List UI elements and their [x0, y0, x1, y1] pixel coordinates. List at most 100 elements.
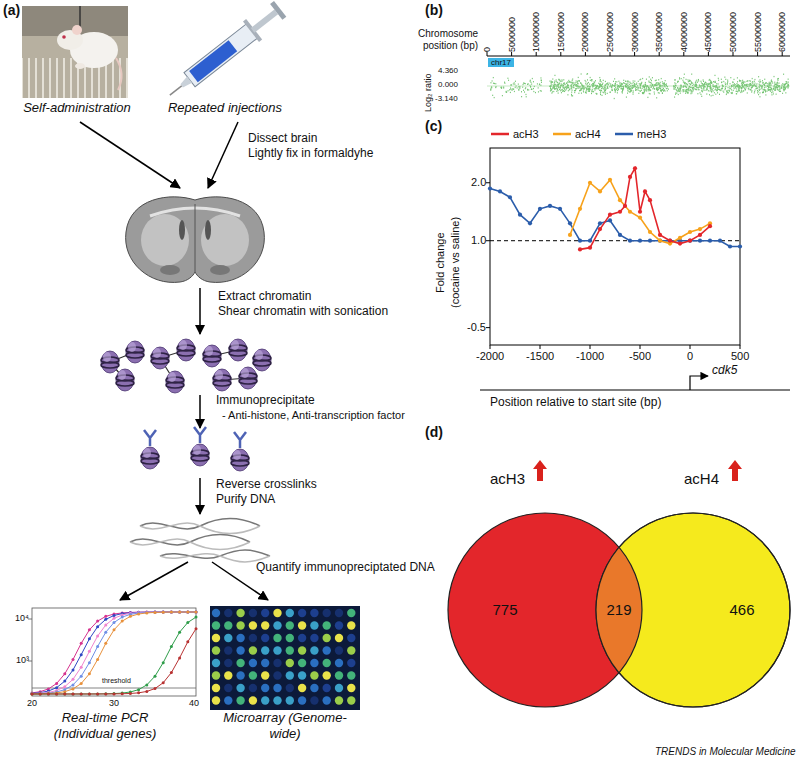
value-label: 4.360	[438, 66, 458, 75]
log-ratio-track	[558, 87, 559, 88]
log-ratio-track	[742, 87, 743, 88]
chromatin-fragments	[177, 339, 195, 361]
log-ratio-track	[752, 78, 753, 79]
log-ratio-track	[678, 94, 679, 95]
qpcr-curves	[104, 623, 107, 626]
qpcr-curves	[88, 661, 91, 664]
log-ratio-track	[636, 82, 637, 83]
log-ratio-track	[717, 87, 718, 88]
data-series	[518, 213, 522, 217]
log-ratio-track	[727, 81, 728, 82]
log-ratio-track	[750, 83, 751, 84]
log-ratio-track	[773, 93, 774, 94]
log-ratio-track	[614, 98, 615, 99]
log-ratio-track	[767, 83, 768, 84]
circle-heading: acH3	[490, 470, 525, 487]
data-series	[568, 221, 572, 225]
log-ratio-track	[535, 92, 536, 93]
log-ratio-track	[581, 89, 582, 90]
microarray-spots	[249, 659, 257, 667]
log-ratio-track	[652, 84, 653, 85]
log-ratio-track	[717, 92, 718, 93]
log-ratio-track	[686, 89, 687, 90]
log-ratio-track	[712, 85, 713, 86]
qpcr-curves	[80, 653, 83, 656]
log-ratio-track	[592, 84, 593, 85]
log-ratio-track	[639, 79, 640, 80]
qpcr-curves	[96, 620, 99, 623]
log-ratio-track	[690, 87, 691, 88]
log-ratio-track	[730, 77, 731, 78]
log-ratio-track	[699, 92, 700, 93]
gene-track	[480, 376, 790, 390]
log-ratio-track	[778, 78, 779, 79]
microarray-spots	[335, 621, 343, 629]
log-ratio-track	[706, 84, 707, 85]
microarray-spots	[347, 696, 355, 704]
microarray-spots	[347, 609, 355, 617]
log-ratio-track	[762, 92, 763, 93]
data-series	[598, 227, 602, 231]
log-ratio-track	[728, 87, 729, 88]
log-ratio-track	[675, 87, 676, 88]
log-ratio-track	[654, 91, 655, 92]
log-ratio-track	[645, 84, 646, 85]
qpcr-curves	[195, 611, 198, 614]
log-ratio-track	[644, 86, 645, 87]
microarray-spots	[310, 684, 318, 692]
log-ratio-track	[580, 89, 581, 90]
log-ratio-track	[742, 81, 743, 82]
log-ratio-track	[586, 89, 587, 90]
log-ratio-track	[676, 90, 677, 91]
log-ratio-track	[741, 83, 742, 84]
log-ratio-track	[741, 88, 742, 89]
qpcr-curves	[32, 612, 196, 693]
qpcr-curves	[47, 692, 50, 695]
log-ratio-track	[656, 89, 657, 90]
log-ratio-track	[775, 89, 776, 90]
qpcr-curves	[162, 681, 165, 684]
log-ratio-track	[621, 88, 622, 89]
log-ratio-track	[741, 88, 742, 89]
log-ratio-track	[632, 85, 633, 86]
log-ratio-track	[595, 85, 596, 86]
log-ratio-track	[637, 85, 638, 86]
log-ratio-track	[613, 81, 614, 82]
log-ratio-track	[788, 85, 789, 86]
log-ratio-track	[667, 90, 668, 91]
log-ratio-track	[506, 92, 507, 93]
log-ratio-track	[781, 87, 782, 88]
legend-swatch	[552, 129, 572, 139]
log-ratio-track	[716, 86, 717, 87]
log-ratio-track	[704, 84, 705, 85]
log-ratio-track	[679, 90, 680, 91]
qpcr-curves	[31, 611, 198, 696]
microarray-spots	[261, 659, 269, 667]
log-ratio-track	[626, 83, 627, 84]
log-ratio-track	[629, 91, 630, 92]
data-series	[623, 204, 627, 208]
axis-tick: 45000000	[703, 12, 713, 52]
log-ratio-track	[683, 86, 684, 87]
qpcr-curves	[145, 611, 148, 614]
microarray-spots	[310, 671, 318, 679]
log-ratio-track	[754, 81, 755, 82]
log-ratio-track	[533, 91, 534, 92]
ruler-ticks	[708, 52, 709, 56]
log-ratio-track	[696, 87, 697, 88]
qpcr-curves	[186, 611, 189, 614]
log-ratio-track	[750, 84, 751, 85]
log-ratio-track	[599, 84, 600, 85]
log-ratio-track	[574, 84, 575, 85]
log-ratio-track	[680, 88, 681, 89]
log-ratio-track	[649, 76, 650, 77]
log-ratio-track	[631, 87, 632, 88]
log-ratio-track	[685, 82, 686, 83]
qpcr-curves	[80, 692, 83, 695]
log-ratio-track	[706, 88, 707, 89]
log-ratio-track	[570, 88, 571, 89]
log-ratio-track	[684, 83, 685, 84]
log-ratio-track	[579, 86, 580, 87]
rat-photo	[22, 6, 128, 36]
log-ratio-track	[710, 87, 711, 88]
